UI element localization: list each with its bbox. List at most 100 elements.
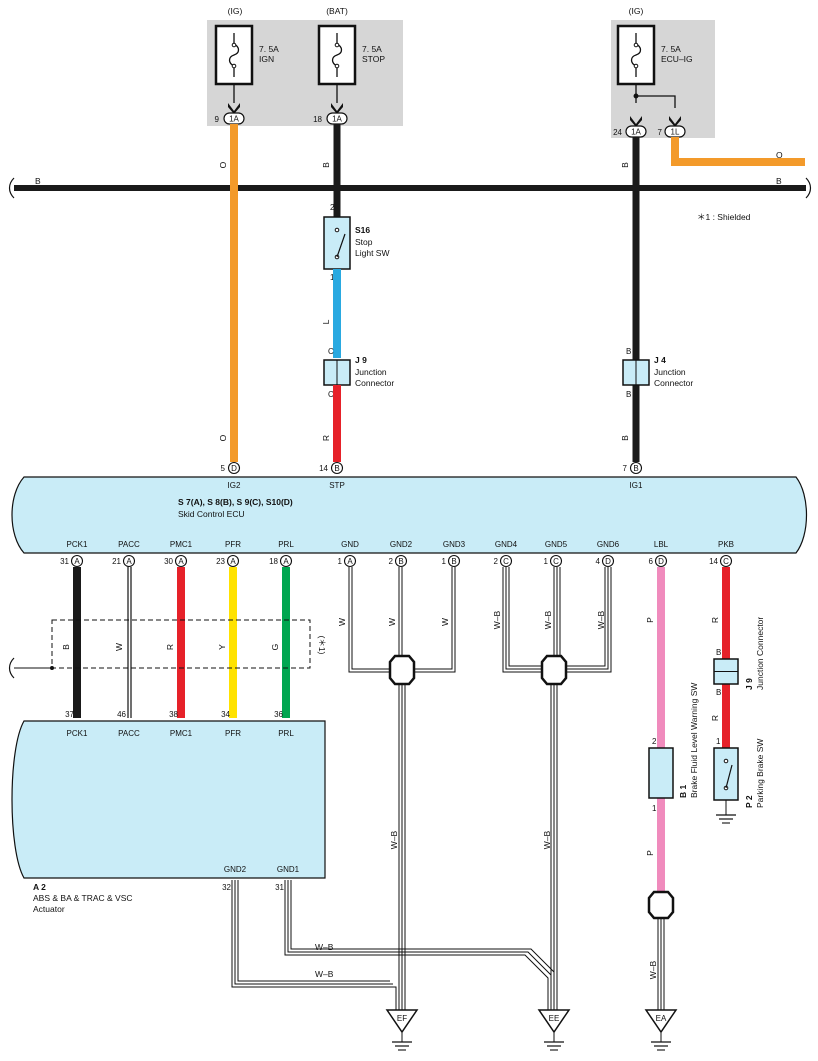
- actuator-pin-num: 36: [274, 710, 283, 719]
- svg-text:W: W: [387, 618, 397, 626]
- svg-text:1: 1: [652, 804, 657, 813]
- svg-text:B: B: [321, 162, 331, 168]
- ground-wires: [231, 567, 612, 1010]
- ecu-pin-num: 2: [389, 557, 394, 566]
- conn-ecuig-1a: 1A 24: [613, 125, 647, 138]
- stop-light-switch: 2 S16 Stop Light SW 1: [323, 203, 390, 282]
- svg-text:7: 7: [658, 128, 663, 137]
- ecu-pin-term: PKB: [718, 540, 734, 549]
- ecu-pin-pacc: PACC A 21: [112, 540, 140, 568]
- svg-text:L: L: [321, 319, 331, 324]
- ecu-pin-num: 31: [60, 557, 69, 566]
- ecu-pin-num: 4: [596, 557, 601, 566]
- ecu-pin-conn: C: [723, 557, 729, 566]
- svg-text:B: B: [633, 464, 638, 473]
- ecu-pin-conn: C: [503, 557, 509, 566]
- svg-text:J 4: J 4: [654, 355, 666, 365]
- svg-text:W–B: W–B: [648, 960, 658, 979]
- ecu-pin-conn: A: [126, 557, 132, 566]
- svg-text:Stop: Stop: [355, 237, 373, 247]
- conn-ign-1a: 1A 9: [215, 112, 245, 125]
- ecu-pin-conn: D: [605, 557, 611, 566]
- ecu-pin-conn: A: [347, 557, 353, 566]
- svg-text:IG2: IG2: [228, 481, 241, 490]
- svg-text:C: C: [328, 390, 334, 399]
- svg-text:B: B: [620, 162, 630, 168]
- actuator-gnd-term: GND1: [277, 865, 300, 874]
- svg-text:24: 24: [613, 128, 622, 137]
- fuse-ecuig-source: (IG): [629, 6, 644, 16]
- actuator-pin-term: PMC1: [170, 729, 193, 738]
- svg-text:O: O: [218, 161, 228, 168]
- svg-text:14: 14: [319, 464, 328, 473]
- splice-ef: [388, 654, 416, 686]
- svg-text:Actuator: Actuator: [33, 904, 65, 914]
- ecu-pin-num: 21: [112, 557, 121, 566]
- ecu-pin-term: GND2: [390, 540, 413, 549]
- ecu-pin-term: PRL: [278, 540, 294, 549]
- parking-brake-switch: 1 P 2 Parking Brake SW: [713, 737, 765, 824]
- actuator-pin-term: PFR: [225, 729, 241, 738]
- ground-label: EE: [549, 1014, 560, 1023]
- svg-text:W: W: [337, 618, 347, 626]
- svg-text:2: 2: [330, 203, 335, 212]
- ecu-pin-conn: D: [658, 557, 664, 566]
- actuator-gnd-gnd2: GND2 32: [222, 865, 247, 892]
- wire-ecuig-orange: [671, 137, 805, 166]
- svg-text:W–B: W–B: [542, 830, 552, 849]
- svg-text:(＊1): (＊1): [317, 636, 327, 655]
- ecu-pin-conn: C: [553, 557, 559, 566]
- svg-text:Light SW: Light SW: [355, 248, 390, 258]
- actuator-gnd-term: GND2: [224, 865, 247, 874]
- splice-ee: [540, 654, 568, 686]
- svg-text:W–B: W–B: [492, 610, 502, 629]
- ecu-pin-term: GND: [341, 540, 359, 549]
- svg-text:P 2: P 2: [744, 795, 754, 808]
- ecu-pin-num: 2: [494, 557, 499, 566]
- ecu-pin-conn: A: [74, 557, 80, 566]
- fuse-ign-name: IGN: [259, 54, 274, 64]
- ecu-pin-num: 1: [544, 557, 549, 566]
- actuator-pin-num: 34: [221, 710, 230, 719]
- svg-text:W–B: W–B: [315, 969, 334, 979]
- svg-text:S 7(A), S 8(B), S 9(C), S10(D): S 7(A), S 8(B), S 9(C), S10(D): [178, 497, 293, 507]
- svg-text:Junction: Junction: [355, 367, 387, 377]
- ecu-pin-conn: B: [398, 557, 403, 566]
- fuse-stop-source: (BAT): [326, 6, 348, 16]
- svg-text:B: B: [35, 176, 41, 186]
- brake-fluid-switch: 2 1 B 1 Brake Fluid Level Warning SW: [648, 683, 699, 813]
- ecu-pin-term: PACC: [118, 540, 140, 549]
- svg-text:IG1: IG1: [630, 481, 643, 490]
- svg-text:Junction Connector: Junction Connector: [755, 617, 765, 690]
- fuse-stop-amp: 7. 5A: [362, 44, 382, 54]
- svg-text:Parking Brake SW: Parking Brake SW: [755, 739, 765, 808]
- bus-wire-b: B B: [8, 176, 812, 199]
- svg-text:B: B: [620, 435, 630, 441]
- ecu-pin-num: 6: [649, 557, 654, 566]
- svg-text:18: 18: [313, 115, 322, 124]
- ecu-pin-term: PMC1: [170, 540, 193, 549]
- actuator-gnd-num: 31: [275, 883, 284, 892]
- ecu-pin-conn: A: [178, 557, 184, 566]
- fuse-ecuig-name: ECU–IG: [661, 54, 693, 64]
- ground-label: EF: [397, 1014, 407, 1023]
- ecu-pin-term: GND4: [495, 540, 518, 549]
- actuator-gnd-num: 32: [222, 883, 231, 892]
- svg-text:B: B: [626, 390, 631, 399]
- ecu-pin-term: LBL: [654, 540, 669, 549]
- junction-j4: B J 4 Junction Connector B: [622, 347, 693, 399]
- ecu-pin-num: 23: [216, 557, 225, 566]
- ecu-pin-term: PFR: [225, 540, 241, 549]
- shield-box: (＊1): [8, 619, 327, 679]
- skid-control-ecu: S 7(A), S 8(B), S 9(C), S10(D) Skid Cont…: [11, 476, 808, 554]
- ecu-pin-num: 1: [442, 557, 447, 566]
